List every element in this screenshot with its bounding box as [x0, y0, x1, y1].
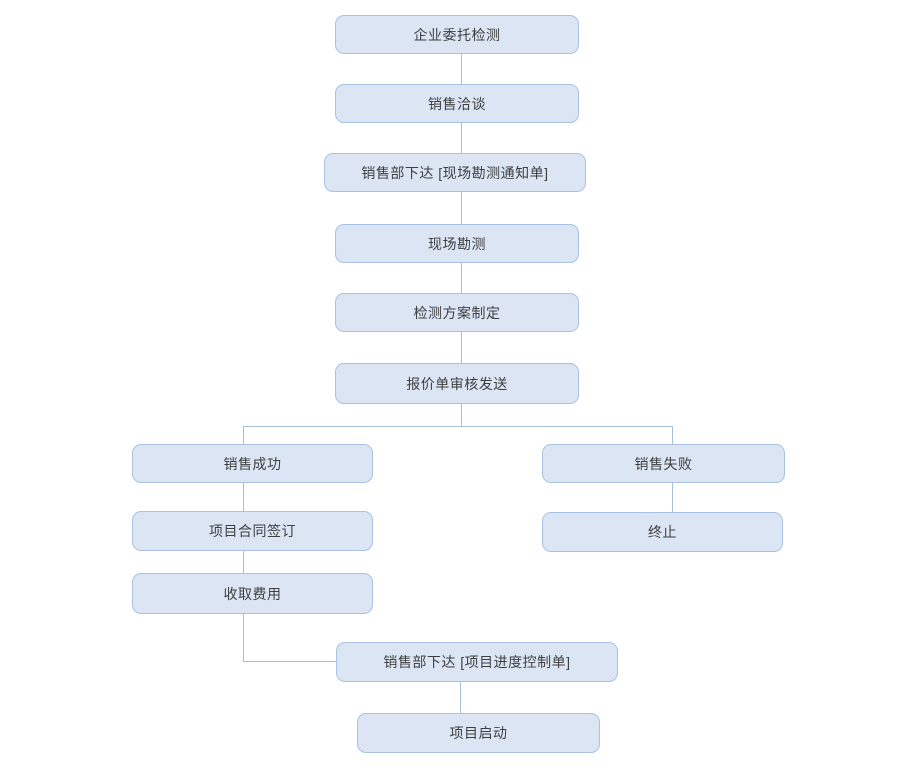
flow-node-sales-failure: 销售失败 — [542, 444, 785, 483]
connector-line — [672, 426, 673, 444]
flow-node-label: 销售成功 — [223, 455, 282, 472]
flow-node-terminate: 终止 — [542, 512, 783, 552]
flow-node-label: 项目合同签订 — [209, 523, 296, 539]
connector-line — [243, 661, 336, 662]
flow-node-issue-survey-notice: 销售部下达 [现场勘测通知单] — [324, 153, 586, 192]
flow-node-entrust-testing: 企业委托检测 — [335, 15, 579, 54]
flow-node-label: 终止 — [648, 524, 677, 540]
connector-line — [461, 123, 462, 153]
flow-node-label: 销售部下达 [现场勘测通知单] — [361, 164, 549, 181]
flow-node-label: 项目启动 — [449, 725, 508, 741]
connector-line — [461, 332, 462, 363]
flow-node-site-survey: 现场勘测 — [335, 224, 579, 263]
connector-line — [243, 551, 244, 573]
flow-node-test-plan: 检测方案制定 — [335, 293, 579, 332]
connector-line — [672, 483, 673, 512]
flow-node-label: 销售洽谈 — [428, 95, 486, 112]
flow-node-label: 企业委托检测 — [413, 26, 501, 43]
flow-node-label: 销售失败 — [634, 455, 693, 472]
connector-line — [461, 54, 462, 84]
flow-node-quote-review-send: 报价单审核发送 — [335, 363, 579, 404]
flow-node-label: 现场勘测 — [428, 235, 486, 252]
flow-node-label: 销售部下达 [项目进度控制单] — [383, 654, 571, 670]
flow-node-label: 收取费用 — [223, 585, 282, 602]
connector-line — [461, 404, 462, 426]
connector-line — [461, 192, 462, 224]
connector-line — [243, 614, 244, 661]
connector-line — [243, 426, 244, 444]
flow-node-contract-signing: 项目合同签订 — [132, 511, 373, 551]
connector-line — [461, 263, 462, 293]
flow-node-label: 检测方案制定 — [413, 304, 501, 321]
flow-node-sales-success: 销售成功 — [132, 444, 373, 483]
flow-node-sales-negotiation: 销售洽谈 — [335, 84, 579, 123]
flow-node-collect-fees: 收取费用 — [132, 573, 373, 614]
connector-line — [460, 682, 461, 713]
connector-line — [243, 426, 673, 427]
flow-node-issue-progress-control: 销售部下达 [项目进度控制单] — [336, 642, 618, 682]
connector-line — [243, 483, 244, 511]
flow-node-label: 报价单审核发送 — [406, 375, 508, 392]
flow-node-project-start: 项目启动 — [357, 713, 600, 753]
